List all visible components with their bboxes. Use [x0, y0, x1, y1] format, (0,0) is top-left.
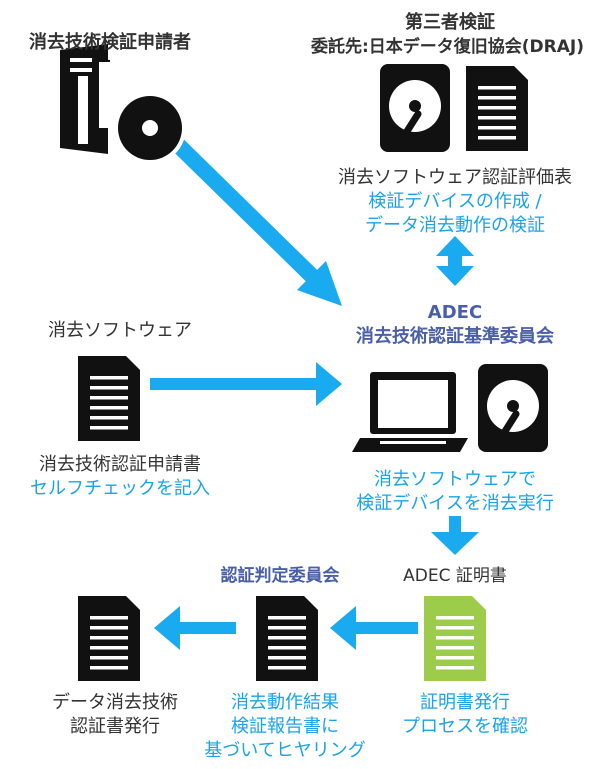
confirm-label-line2: プロセスを確認 [402, 716, 528, 737]
document-icon [78, 596, 140, 681]
arrow-applicant-to-adec [169, 136, 342, 306]
create-device-label: 検証デバイスの作成 / [368, 191, 542, 212]
adec-subtitle: 消去技術認証基準委員会 [356, 326, 554, 347]
document-icon [78, 356, 140, 441]
arrow-report-to-issue [154, 606, 236, 650]
hard-drive-icon [478, 364, 548, 452]
erase-exec-line1: 消去ソフトウェアで [374, 469, 536, 490]
arrow-down-to-certificate [431, 516, 479, 555]
arrow-certificate-to-report [330, 606, 418, 650]
issue-label-line2: 認証書発行 [70, 716, 160, 737]
certificate-icon [424, 596, 486, 681]
applicant-title: 消去技術検証申請者 [29, 32, 191, 53]
laptop-icon [352, 372, 468, 452]
verify-erasure-label: データ消去動作の検証 [365, 215, 545, 236]
report-label-line3: 基づいてヒヤリング [204, 740, 366, 761]
third-party-subtitle: 委託先:日本データ復旧協会(DRAJ) [310, 37, 585, 57]
document-icon [466, 66, 528, 151]
bidirectional-arrow [436, 236, 474, 286]
certificate-label: ADEC 証明書 [403, 566, 507, 586]
server-disc-icon [60, 44, 186, 164]
committee-title: 認証判定委員会 [220, 566, 340, 586]
evaluation-sheet-label: 消去ソフトウェア認証評価表 [338, 167, 572, 188]
report-label-line1: 消去動作結果 [231, 692, 339, 713]
document-icon [256, 596, 318, 681]
hard-drive-icon [380, 64, 450, 152]
confirm-label-line1: 証明書発行 [420, 692, 510, 713]
application-doc-label: 消去技術認証申請書 [39, 454, 201, 475]
third-party-title: 第三者検証 [405, 12, 495, 33]
erase-exec-line2: 検証デバイスを消去実行 [356, 493, 554, 514]
software-title: 消去ソフトウェア [48, 320, 192, 341]
self-check-label: セルフチェックを記入 [30, 478, 210, 499]
issue-label-line1: データ消去技術 [52, 692, 178, 713]
report-label-line2: 検証報告書に [231, 716, 339, 737]
adec-title: ADEC [427, 302, 483, 323]
arrow-software-to-laptop [150, 362, 342, 406]
